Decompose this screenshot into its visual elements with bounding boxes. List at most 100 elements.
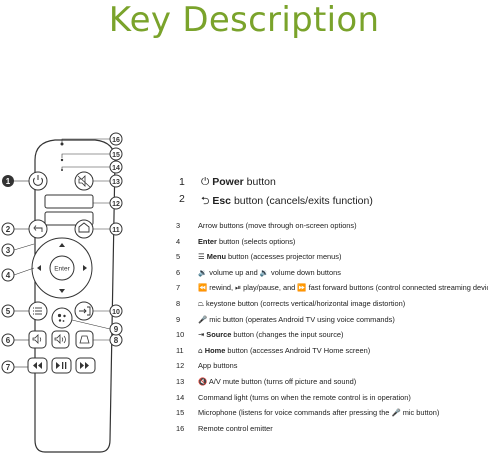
callout-13: 13 — [109, 174, 123, 188]
key-description: Remote control emitter — [198, 423, 273, 433]
volume-down-button[interactable] — [28, 330, 47, 349]
key-description: App buttons — [198, 361, 238, 371]
play-pause-button[interactable] — [51, 357, 72, 374]
volume-up-button[interactable] — [51, 330, 70, 349]
key-row-9: 9🎤 mic button (operates Android TV using… — [176, 315, 395, 324]
arrow-left-icon — [37, 265, 41, 271]
key-number: 13 — [176, 377, 185, 386]
key-description: Microphone (listens for voice commands a… — [198, 408, 440, 418]
key-row-8: 8⏢ keystone button (corrects vertical/ho… — [176, 299, 405, 309]
key-description: button (accesses Android TV Home screen) — [225, 345, 371, 355]
key-label: Menu — [206, 252, 226, 262]
power-icon — [33, 177, 43, 186]
callout-14: 14 — [109, 160, 123, 174]
key-number: 15 — [176, 408, 185, 418]
key-number: 11 — [176, 345, 184, 355]
key-label: Home — [204, 345, 226, 355]
svg-text:3: 3 — [6, 246, 11, 255]
key-number: 8 — [176, 299, 181, 308]
key-number: 7 — [176, 283, 181, 293]
key-row-15: 15 Microphone (listens for voice commands… — [176, 408, 439, 417]
key-number: 16 — [176, 423, 185, 433]
callout-9: 9 — [109, 322, 123, 336]
svg-text:15: 15 — [112, 152, 120, 159]
key-number: 10 — [176, 330, 185, 340]
callout-15: 15 — [109, 147, 123, 161]
key-number: 14 — [176, 392, 185, 402]
key-number: 5 — [176, 252, 181, 262]
key-icon: ⌂ — [198, 345, 203, 355]
leader-lines — [13, 138, 111, 368]
remote-body — [34, 139, 116, 453]
key-icon: ☰ — [198, 252, 205, 262]
key-number: 9 — [176, 314, 181, 324]
key-description: button (selects options) — [216, 236, 296, 246]
key-label: Source — [206, 330, 232, 340]
key-icon: 🔉 — [198, 267, 208, 277]
home-icon — [78, 222, 90, 233]
mic-button[interactable] — [51, 307, 73, 329]
dpad[interactable]: Enter — [31, 237, 93, 299]
rewind-icon — [33, 362, 42, 369]
svg-text:14: 14 — [112, 165, 120, 172]
key-row-7: 7 ⏪ rewind, ⏯ play/pause, and ⏩ fast forw… — [176, 283, 488, 293]
play-pause-icon — [56, 362, 60, 369]
svg-text:2: 2 — [6, 225, 11, 234]
enter-label: Enter — [54, 266, 70, 273]
svg-text:11: 11 — [112, 227, 120, 234]
source-button[interactable] — [74, 301, 94, 321]
key-icon: 🔇 — [198, 377, 208, 386]
back-icon — [35, 227, 43, 232]
emitter-dot — [60, 142, 64, 146]
callout-2: 2 — [1, 222, 15, 236]
microphone-dot — [61, 169, 63, 171]
key-row-2: 2 ⮌ Esc button (cancels/exits function) — [179, 193, 373, 207]
key-row-5: 5☰ Menu button (accesses projector menus… — [176, 252, 341, 261]
key-description: A/V mute button (turns off picture and s… — [208, 377, 357, 386]
key-label: Enter — [198, 236, 217, 246]
key-icon: ⇥ — [198, 330, 205, 340]
svg-text:12: 12 — [112, 201, 120, 208]
keystone-button[interactable] — [75, 330, 94, 349]
svg-text:5: 5 — [6, 307, 11, 316]
callout-5: 5 — [1, 304, 15, 318]
callout-7: 7 — [1, 360, 15, 374]
callout-12: 12 — [109, 196, 123, 210]
svg-text:6: 6 — [6, 336, 11, 345]
source-icon — [79, 306, 91, 316]
callout-8: 8 — [109, 333, 123, 347]
key-icon: ⏪ — [198, 283, 208, 293]
key-row-6: 6🔉 volume up and 🔉 volume down buttons — [176, 268, 341, 277]
volume-down-icon — [32, 334, 39, 344]
svg-text:7: 7 — [6, 363, 11, 372]
menu-button[interactable] — [28, 301, 48, 321]
fast-forward-button[interactable] — [75, 357, 96, 374]
key-description: rewind, ⏯ play/pause, and ⏩ fast forward… — [209, 283, 488, 293]
key-description: mic button (operates Android TV using vo… — [209, 314, 395, 324]
key-description: button (cancels/exits function) — [231, 195, 373, 207]
app-button-1[interactable] — [44, 194, 94, 209]
mute-button[interactable] — [74, 171, 94, 191]
key-row-10: 10⇥ Source button (changes the input sou… — [176, 330, 344, 339]
mute-icon — [78, 175, 86, 187]
callout-11: 11 — [109, 222, 123, 236]
fast-forward-icon — [80, 362, 89, 369]
svg-text:10: 10 — [112, 309, 120, 316]
key-number: 3 — [176, 221, 181, 230]
arrow-down-icon — [59, 289, 65, 293]
keystone-icon — [79, 335, 90, 344]
key-row-11: 11 ⌂ Home button (accesses Android TV Hom… — [176, 346, 370, 355]
command-light-dot — [60, 158, 64, 162]
callout-10: 10 — [109, 304, 123, 318]
home-button[interactable] — [74, 219, 94, 239]
enter-button — [49, 255, 75, 281]
rewind-button[interactable] — [27, 357, 48, 374]
esc-button[interactable] — [28, 219, 48, 239]
power-button[interactable] — [28, 171, 48, 191]
volume-up-icon — [54, 334, 61, 344]
key-label: Esc — [212, 195, 232, 207]
arrow-right-icon — [83, 265, 87, 271]
